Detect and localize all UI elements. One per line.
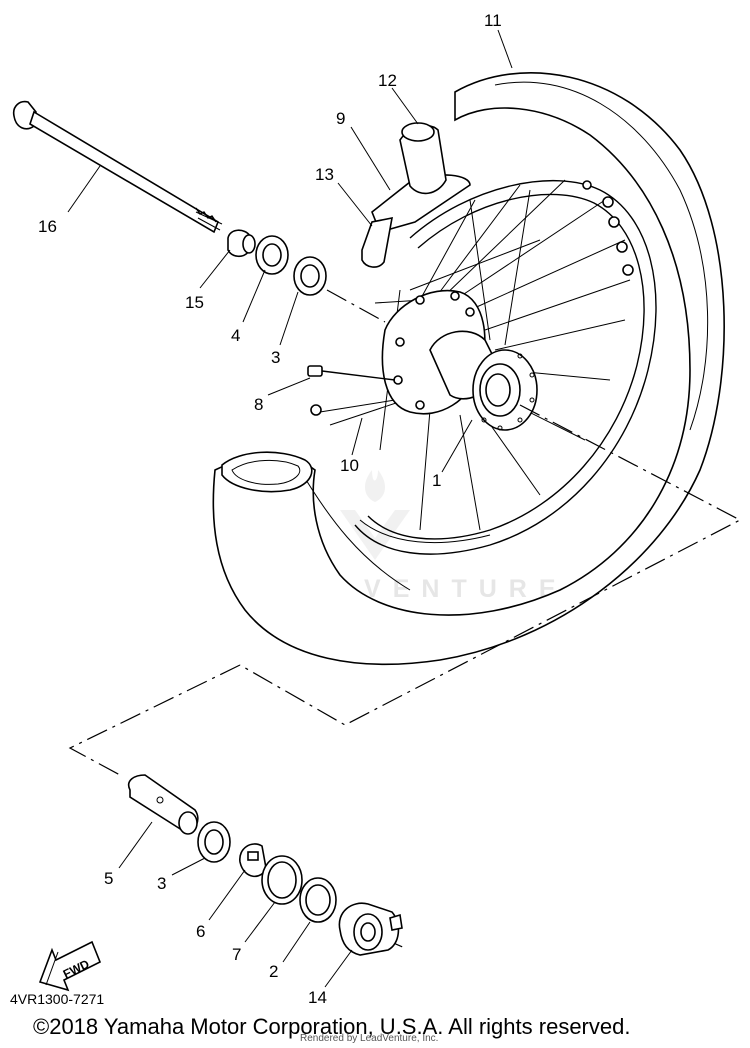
tire: [212, 72, 725, 666]
callout-8: 8: [254, 395, 263, 414]
callout-7: 7: [232, 945, 241, 964]
callout-1: 1: [432, 471, 441, 490]
callout-11: 11: [484, 11, 502, 30]
callout-2: 2: [269, 962, 278, 981]
bearing-upper: [293, 256, 327, 296]
rendered-by-credit: Rendered by LeadVenture, Inc.: [300, 1033, 439, 1044]
retainer: [239, 843, 267, 878]
callout-13: 13: [315, 165, 334, 184]
callout-5: 5: [104, 869, 113, 888]
bolt: [307, 365, 396, 416]
spokes: [319, 179, 631, 531]
callout-6: 6: [196, 922, 205, 941]
diagram-part-code: 4VR1300-7271: [10, 991, 105, 1007]
valve-stem: [361, 216, 393, 268]
axle: [12, 100, 223, 234]
callout-3-upper: 3: [271, 348, 280, 367]
oil-seal-lower: [299, 877, 337, 923]
callout-15: 15: [185, 293, 204, 312]
callout-4: 4: [231, 326, 240, 345]
collar: [227, 229, 256, 258]
callout-16: 16: [38, 217, 57, 236]
gear-ring: [261, 855, 303, 905]
spoke-nipples: [582, 180, 634, 276]
rim: [354, 179, 657, 555]
oil-seal: [255, 235, 289, 275]
hub: [381, 289, 538, 431]
callout-14: 14: [308, 988, 327, 1007]
callout-9: 9: [336, 109, 345, 128]
speedometer-gear-unit: [338, 902, 403, 956]
copyright-notice: ©2018 Yamaha Motor Corporation, U.S.A. A…: [33, 1014, 631, 1039]
bearing-lower: [197, 821, 231, 863]
rim-band: [371, 122, 471, 233]
callout-12: 12: [378, 71, 397, 90]
callout-3-lower: 3: [157, 874, 166, 893]
leader-lines: [67, 29, 513, 988]
fwd-arrow-icon: FWD: [38, 940, 102, 992]
spacer: [127, 774, 199, 835]
callout-10: 10: [340, 456, 359, 475]
watermark-logo: [340, 470, 410, 560]
